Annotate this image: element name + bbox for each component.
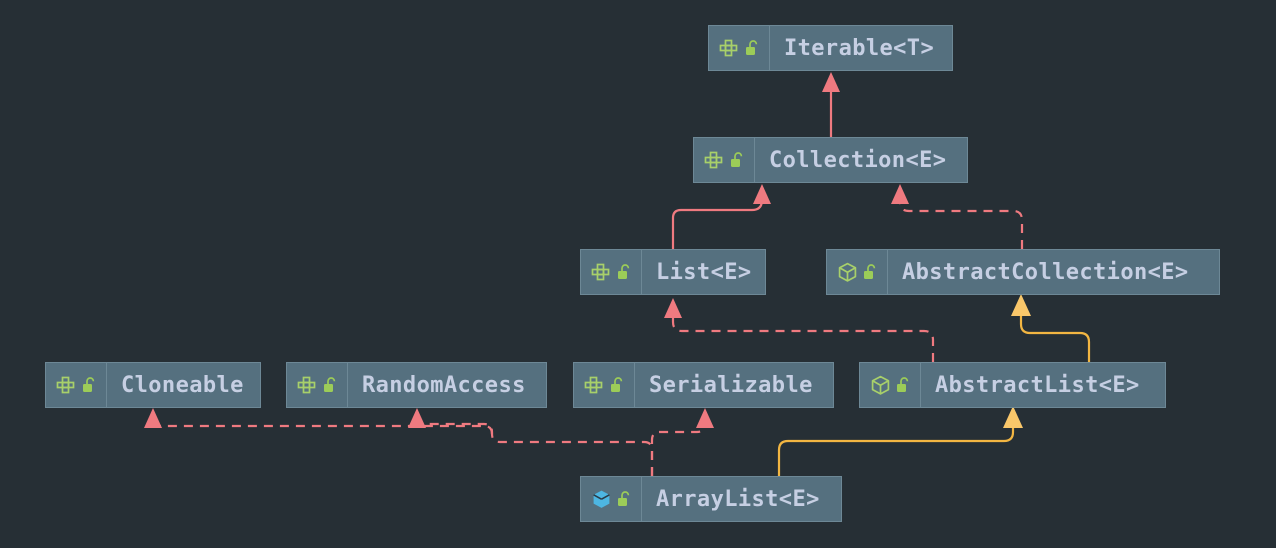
unlocked-padlock-icon: [745, 39, 760, 57]
node-abstractlist-label: AbstractList<E>: [935, 372, 1140, 398]
unlocked-padlock-icon: [82, 376, 97, 394]
interface-icon: [56, 375, 77, 395]
edge-arraylist-implements-cloneable: [144, 408, 494, 435]
interface-icon: [584, 375, 605, 395]
node-randomaccess-gutter: [287, 363, 348, 407]
edge-list-extends-collection: [671, 184, 771, 249]
interface-icon: [719, 38, 740, 58]
node-collection[interactable]: Collection<E>: [693, 137, 968, 183]
node-arraylist-label: ArrayList<E>: [656, 486, 820, 512]
unlocked-padlock-icon: [896, 376, 911, 394]
node-cloneable-label: Cloneable: [121, 372, 244, 398]
edge-abstractcollection-implements-collection: [891, 184, 1024, 249]
node-serializable-gutter: [574, 363, 635, 407]
edge-arraylist-implements-serializable: [650, 408, 714, 476]
node-abstractcollection-label: AbstractCollection<E>: [902, 259, 1189, 285]
unlocked-padlock-icon: [863, 263, 878, 281]
node-iterable-gutter: [709, 26, 770, 70]
edge-collection-extends-iterable: [822, 72, 840, 137]
edge-abstractlist-implements-list: [664, 298, 935, 362]
node-list-gutter: [581, 250, 642, 294]
node-collection-gutter: [694, 138, 755, 182]
node-cloneable-gutter: [46, 363, 107, 407]
node-abstractlist-gutter: [860, 363, 921, 407]
node-serializable-label: Serializable: [649, 372, 813, 398]
node-arraylist-gutter: [581, 477, 642, 521]
node-iterable[interactable]: Iterable<T>: [708, 25, 953, 71]
node-abstractcollection-gutter: [827, 250, 888, 294]
interface-icon: [591, 262, 612, 282]
node-arraylist[interactable]: ArrayList<E>: [580, 476, 842, 522]
interface-icon: [297, 375, 318, 395]
abstract-class-icon: [870, 375, 891, 396]
node-abstractlist[interactable]: AbstractList<E>: [859, 362, 1166, 408]
node-iterable-label: Iterable<T>: [784, 35, 935, 61]
unlocked-padlock-icon: [610, 376, 625, 394]
unlocked-padlock-icon: [617, 490, 632, 508]
unlocked-padlock-icon: [730, 151, 745, 169]
node-cloneable[interactable]: Cloneable: [45, 362, 261, 408]
node-serializable[interactable]: Serializable: [573, 362, 834, 408]
node-list[interactable]: List<E>: [580, 249, 766, 295]
unlocked-padlock-icon: [323, 376, 338, 394]
unlocked-padlock-icon: [617, 263, 632, 281]
interface-icon: [704, 150, 725, 170]
node-randomaccess[interactable]: RandomAccess: [286, 362, 547, 408]
abstract-class-icon: [837, 262, 858, 283]
node-abstractcollection[interactable]: AbstractCollection<E>: [826, 249, 1220, 295]
edge-arraylist-extends-abstractlist: [777, 406, 1023, 476]
node-collection-label: Collection<E>: [769, 147, 947, 173]
node-list-label: List<E>: [656, 259, 752, 285]
edge-abstractlist-extends-abstractcollection: [1011, 294, 1091, 362]
node-randomaccess-label: RandomAccess: [362, 372, 526, 398]
class-icon: [591, 489, 612, 510]
edge-arraylist-implements-randomaccess: [408, 408, 654, 476]
